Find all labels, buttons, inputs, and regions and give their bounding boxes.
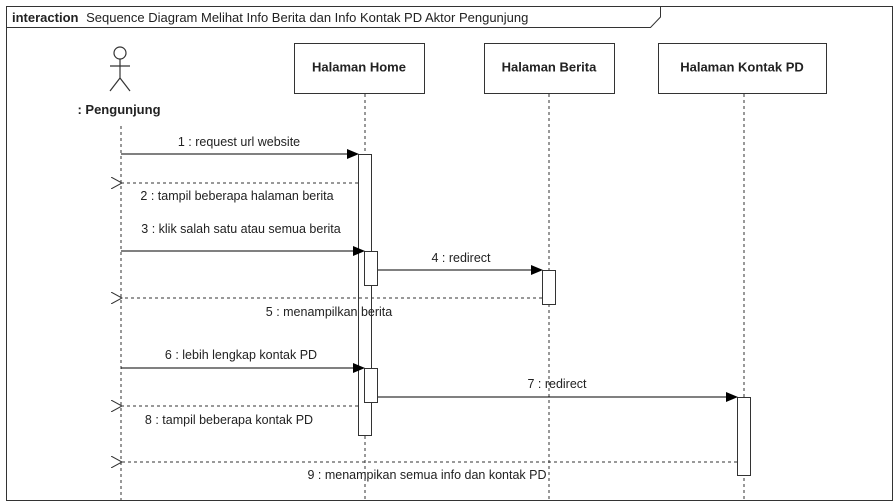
lifeline-head-kontak	[658, 43, 827, 94]
frame-border	[6, 6, 893, 501]
activation-bars	[358, 154, 751, 476]
message-6: 6 : lebih lengkap kontak PD	[121, 348, 365, 373]
message-9: 9 : menampikan semua info dan kontak PD	[122, 462, 737, 482]
activation-berita	[542, 270, 556, 305]
activation-home-nested-1	[364, 251, 378, 286]
message-2: 2 : tampil beberapa halaman berita	[122, 183, 358, 203]
message-7-label: 7 : redirect	[527, 377, 587, 391]
activation-kontak	[737, 397, 751, 476]
message-3-label: 3 : klik salah satu atau semua berita	[141, 222, 340, 236]
frame-title-text: Sequence Diagram Melihat Info Berita dan…	[86, 10, 528, 25]
actor-label: : Pengunjung	[77, 102, 160, 117]
lifeline-halaman-berita: Halaman Berita	[484, 43, 615, 500]
lifeline-head-home	[294, 43, 425, 94]
lifeline-halaman-kontak: Halaman Kontak PD	[658, 43, 827, 500]
actor-pengunjung: : Pengunjung	[77, 46, 161, 500]
message-5: 5 : menampilkan berita	[122, 298, 542, 319]
message-6-label: 6 : lebih lengkap kontak PD	[165, 348, 317, 362]
message-1: 1 : request url website	[121, 135, 359, 159]
actor-stick-figure-icon	[109, 46, 131, 92]
interaction-frame: interaction Sequence Diagram Melihat Inf…	[6, 6, 893, 501]
frame-title: interaction Sequence Diagram Melihat Inf…	[12, 10, 528, 25]
message-3: 3 : klik salah satu atau semua berita	[121, 222, 365, 256]
message-8: 8 : tampil beberapa kontak PD	[122, 406, 358, 427]
lifeline-label-berita: Halaman Berita	[502, 59, 597, 74]
message-8-label: 8 : tampil beberapa kontak PD	[145, 413, 313, 427]
message-4-label: 4 : redirect	[431, 251, 491, 265]
message-2-label: 2 : tampil beberapa halaman berita	[140, 189, 333, 203]
message-1-label: 1 : request url website	[178, 135, 300, 149]
lifeline-label-home: Halaman Home	[312, 59, 406, 74]
message-7: 7 : redirect	[378, 377, 738, 402]
lifeline-label-kontak: Halaman Kontak PD	[680, 59, 804, 74]
message-9-label: 9 : menampikan semua info dan kontak PD	[307, 468, 546, 482]
message-4: 4 : redirect	[378, 251, 543, 275]
message-5-label: 5 : menampilkan berita	[266, 305, 393, 319]
lifeline-head-berita	[484, 43, 615, 94]
frame-keyword: interaction	[12, 10, 79, 25]
frame-tab	[6, 6, 661, 28]
lifeline-halaman-home: Halaman Home	[294, 43, 425, 500]
activation-home-nested-2	[364, 368, 378, 403]
